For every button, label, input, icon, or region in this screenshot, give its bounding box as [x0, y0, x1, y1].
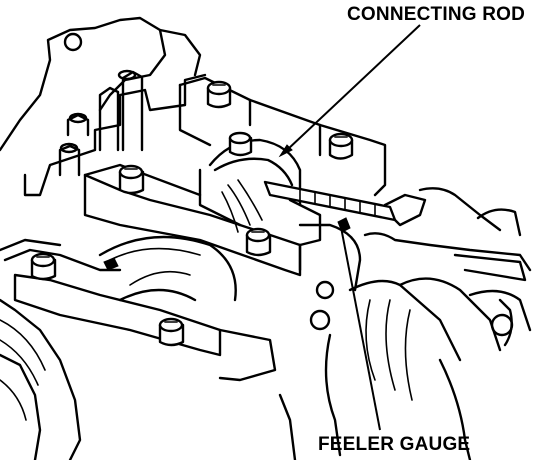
connecting-rod-leader — [278, 24, 421, 158]
bolt-icon — [118, 164, 145, 195]
feeler-gauge-label: FEELER GAUGE — [318, 434, 471, 455]
crankshaft — [278, 187, 532, 462]
bolt-icon — [206, 80, 232, 109]
connecting-rod — [198, 131, 322, 247]
engine-block — [0, 16, 202, 462]
connecting-rod-label: CONNECTING ROD — [347, 4, 526, 25]
feeler-gauge-blade — [263, 180, 427, 233]
bolt-icon — [158, 317, 185, 347]
rear-bearing-caps — [23, 69, 207, 197]
main-bearing-cap-front — [3, 235, 277, 382]
main-bearing-cap-middle — [83, 163, 302, 277]
bolt-icon — [30, 252, 57, 281]
bolt-icon — [245, 227, 272, 257]
bolt-icon — [228, 131, 253, 157]
main-bearing-cap-rear — [178, 76, 387, 197]
bolt-icon — [328, 132, 354, 160]
feeler-gauge-leader — [339, 221, 381, 431]
